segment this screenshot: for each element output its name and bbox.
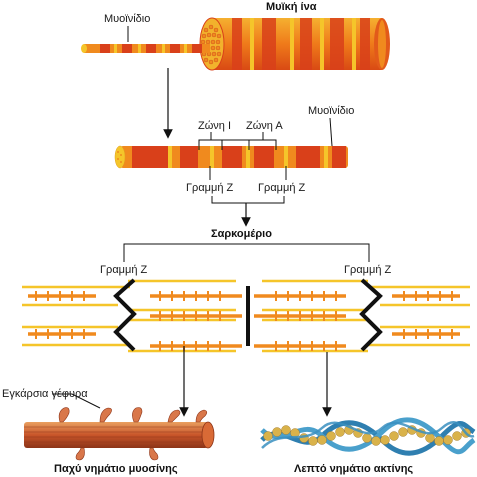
- z-line-left-label: Γραμμή Ζ: [100, 264, 148, 276]
- myofibril-mid-label: Μυοϊνίδιο: [308, 105, 354, 117]
- thin-filament-label: Λεπτό νημάτιο ακτίνης: [294, 463, 413, 475]
- thick-filament-label: Παχύ νημάτιο μυοσίνης: [54, 463, 178, 475]
- z-line-2-label: Γραμμή Ζ: [258, 182, 306, 194]
- myofibril-top-label: Μυοϊνίδιο: [104, 13, 150, 25]
- cross-bridge-label: Εγκάρσια γέφυρα: [2, 388, 88, 400]
- z-line-1-label: Γραμμή Ζ: [186, 182, 234, 194]
- zone-brackets: [198, 132, 277, 150]
- myofibril-illustration: [114, 145, 348, 169]
- sarcomere-detail: [22, 278, 470, 353]
- zone-i-label: Ζώνη Ι: [198, 120, 231, 132]
- myofibril-mid-pointer: [329, 117, 333, 147]
- muscle-fiber-label: Μυϊκή ίνα: [266, 1, 317, 13]
- z-line-right-zigzag: [359, 278, 383, 352]
- z-line-right-label: Γραμμή Ζ: [344, 264, 392, 276]
- thick-filament-illustration: [24, 407, 215, 461]
- z-line-left-zigzag: [113, 278, 137, 352]
- muscle-fiber-illustration: [81, 17, 390, 71]
- sarcomere-bracket: [123, 243, 370, 262]
- z-line-merge-bracket: [211, 196, 285, 204]
- zone-a-label: Ζώνη Α: [246, 120, 283, 132]
- sarcomere-label: Σαρκομέριο: [211, 228, 272, 240]
- cross-bridge-pointer: [52, 393, 101, 409]
- thin-filament-illustration: [260, 417, 476, 456]
